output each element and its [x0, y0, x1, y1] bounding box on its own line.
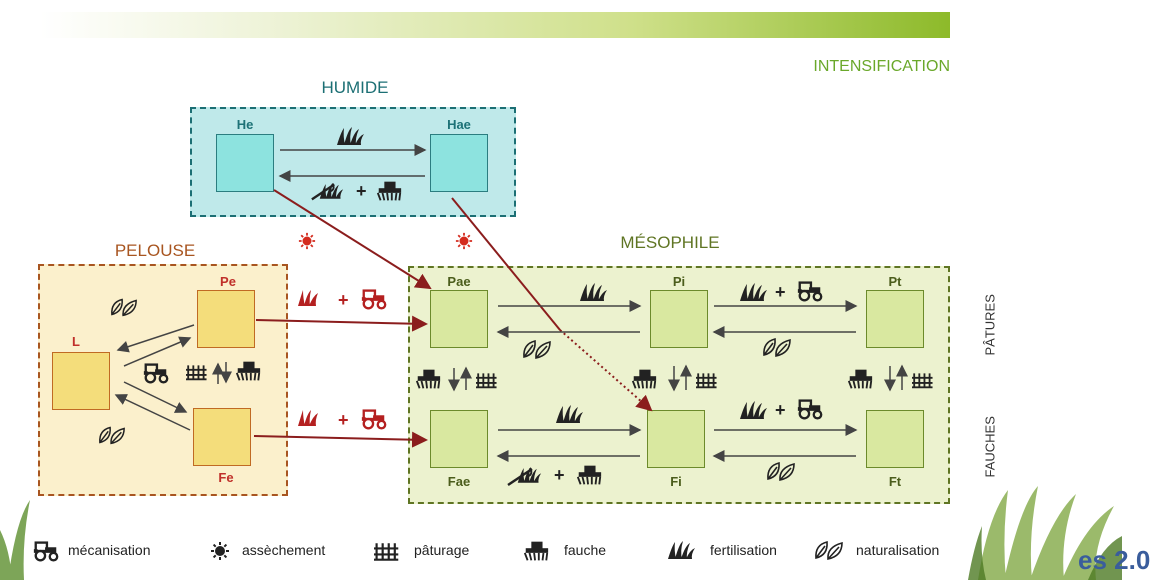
label-fae: Fae — [447, 474, 471, 489]
paturage-icon — [912, 372, 934, 389]
label-fe: Fe — [218, 470, 234, 485]
arrow-he-pae — [273, 189, 432, 290]
label-pt: Pt — [888, 274, 902, 289]
mecanisation-icon — [796, 281, 823, 302]
arrow-fe-l — [114, 394, 191, 431]
naturalisation-icon — [767, 462, 795, 481]
plus-sign: + — [775, 282, 786, 302]
legend-naturalisation-icon — [815, 541, 843, 560]
fauche-icon — [847, 368, 874, 390]
arrow-l-fe — [123, 381, 188, 413]
plus-sign: + — [356, 181, 367, 201]
mecanisation-icon — [796, 399, 823, 420]
naturalisation-icon — [110, 298, 137, 317]
zone-pelouse-title: PELOUSE — [114, 241, 196, 260]
box-pi — [650, 290, 708, 348]
legend-fertilisation-icon — [668, 541, 695, 559]
mecanisation-icon — [360, 409, 387, 430]
box-pae — [430, 290, 488, 348]
fertilisation-icon — [556, 405, 583, 423]
box-fe — [193, 408, 251, 466]
fauche-icon — [376, 180, 403, 202]
legend-assechement-icon — [210, 541, 230, 561]
zone-mesophile-title: MÉSOPHILE — [620, 233, 720, 252]
plus-sign: + — [554, 465, 565, 485]
fertilisation-icon — [337, 127, 364, 145]
label-hae: Hae — [447, 117, 471, 132]
fauche-icon — [235, 360, 262, 382]
assechement-icon — [298, 232, 316, 250]
legend-assechement-label: assèchement — [242, 542, 326, 558]
fertilisation-icon — [298, 410, 318, 426]
label-he: He — [236, 117, 254, 132]
zone-humide-title: HUMIDE — [321, 78, 389, 97]
naturalisation-icon — [523, 340, 551, 359]
box-pt — [866, 290, 924, 348]
legend-fertilisation-label: fertilisation — [710, 542, 777, 558]
arrow-hae-fi-solid — [451, 197, 561, 331]
legend-fauche-icon — [523, 540, 550, 562]
legend-paturage-icon — [374, 542, 400, 561]
fauche-icon — [415, 368, 442, 390]
label-pae: Pae — [447, 274, 471, 289]
plus-sign: + — [338, 410, 349, 430]
fertilisation-icon — [740, 283, 767, 301]
naturalisation-icon — [98, 426, 125, 445]
plus-sign: + — [775, 400, 786, 420]
label-l: L — [72, 334, 80, 349]
arrow-pe-pae — [255, 315, 428, 332]
paturage-icon — [696, 372, 718, 389]
box-l — [52, 352, 110, 410]
legend-naturalisation-label: naturalisation — [856, 542, 940, 558]
box-ft — [866, 410, 924, 468]
box-he — [216, 134, 274, 192]
box-pe — [197, 290, 255, 348]
fertilisation-icon — [580, 283, 607, 301]
watermark-text: es 2.0 — [1078, 545, 1150, 575]
diagram-overlay — [32, 127, 934, 562]
box-fae — [430, 410, 488, 468]
plus-sign: + — [338, 290, 349, 310]
fauche-icon — [576, 464, 603, 486]
fauche-icon — [631, 368, 658, 390]
arrow-fe-fae — [253, 431, 428, 448]
header-gradient-banner — [40, 12, 950, 38]
arrow-l-pe — [123, 336, 192, 367]
label-pe: Pe — [220, 274, 236, 289]
mecanisation-icon — [360, 289, 387, 310]
paturage-icon — [186, 364, 208, 381]
fertilisation-icon — [740, 401, 767, 419]
decorative-grass-right — [968, 486, 1122, 580]
legend-paturage-label: pâturage — [414, 542, 470, 558]
naturalisation-icon — [763, 338, 791, 357]
label-fi: Fi — [670, 474, 682, 489]
box-fi — [647, 410, 705, 468]
label-ft: Ft — [888, 474, 902, 489]
assechement-icon — [455, 232, 473, 250]
intensification-label: INTENSIFICATION — [813, 58, 950, 75]
decorative-grass-left — [0, 500, 30, 580]
legend-mecanisation-label: mécanisation — [68, 542, 151, 558]
paturage-icon — [476, 372, 498, 389]
legend-fauche-label: fauche — [564, 542, 607, 558]
box-hae — [430, 134, 488, 192]
label-pi: Pi — [672, 274, 686, 289]
fertilisation-icon — [298, 290, 318, 306]
arrow-hae-fi-dotted — [559, 329, 653, 412]
mecanisation-icon — [142, 363, 169, 384]
arrow-pe-l — [116, 324, 195, 353]
